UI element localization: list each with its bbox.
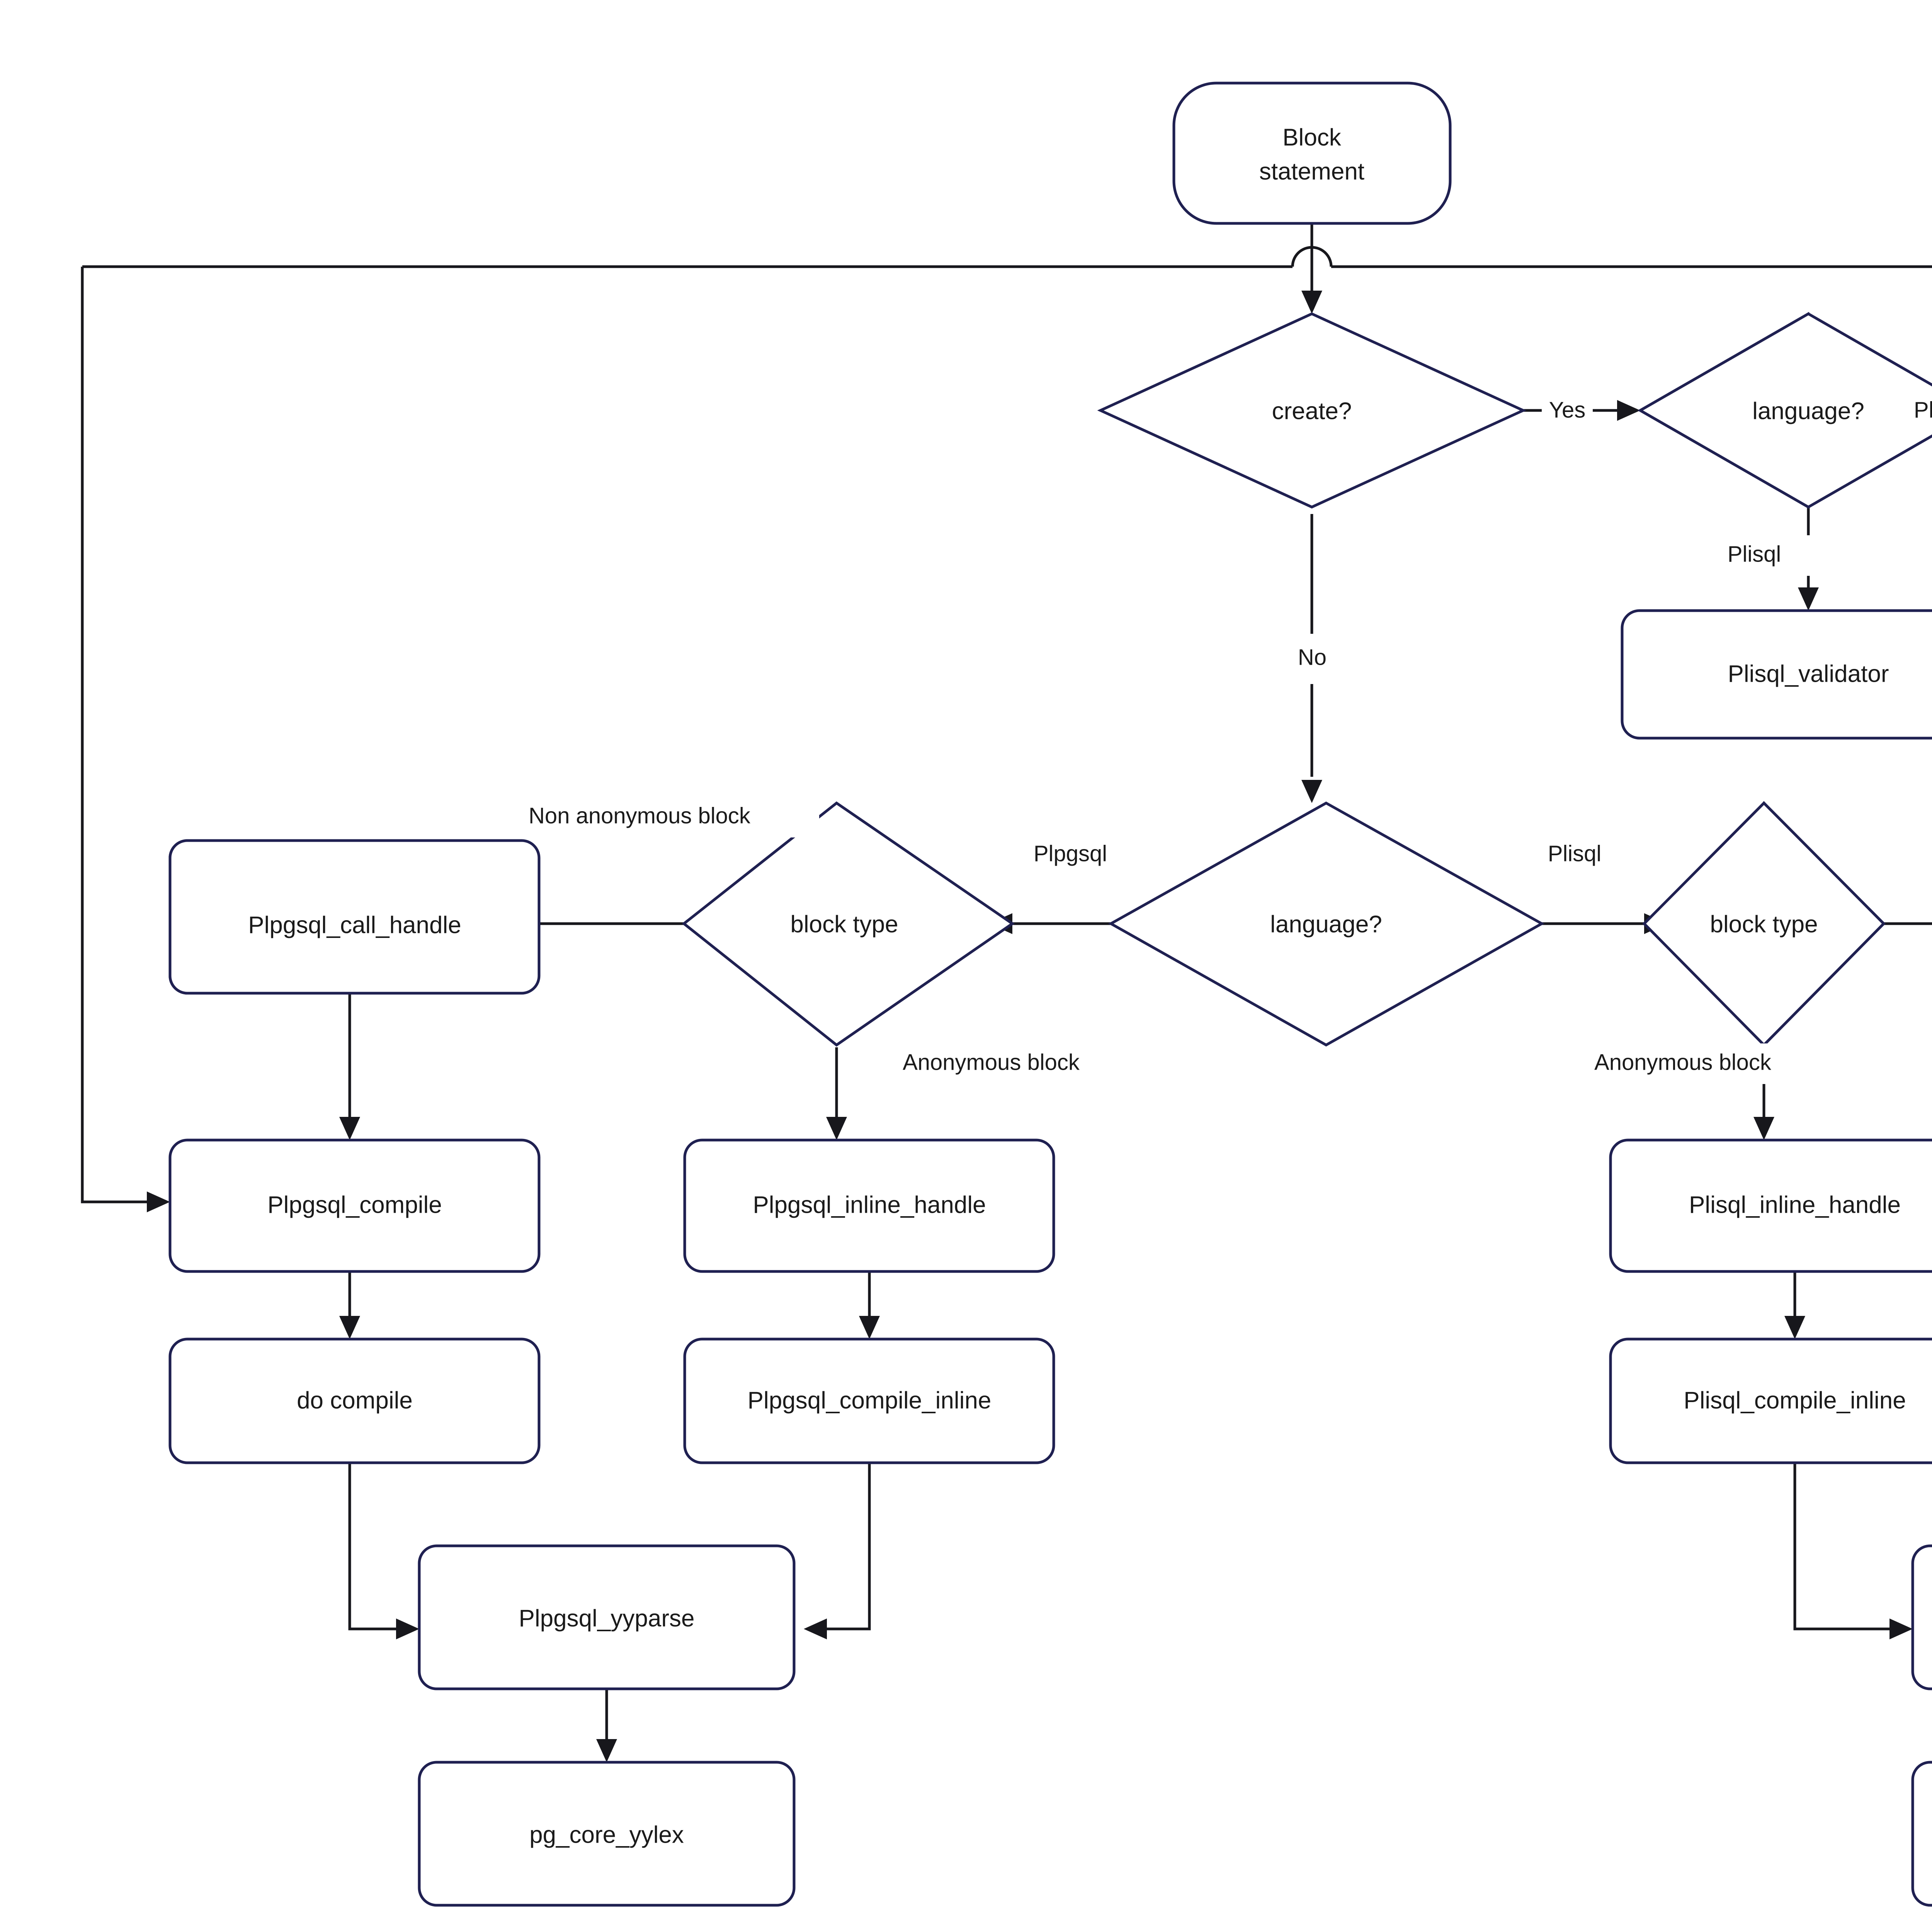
node-plpgsql-yyparse[interactable]: Plpgsql_yyparse [418, 1544, 796, 1690]
node-language-mid-label: language? [1270, 911, 1382, 938]
node-plisql-validator-label: Plisql_validator [1728, 660, 1889, 687]
node-pg-core-yylex-label: pg_core_yylex [529, 1821, 684, 1848]
node-plpgsql-compile[interactable]: Plpgsql_compile [168, 1139, 541, 1273]
node-do-compile-left-label: do compile [297, 1387, 413, 1414]
node-block-statement-label-line1: Block [1282, 124, 1342, 151]
edge-plisql-compile-inline-to-yyparse [1793, 1463, 1889, 1630]
node-block-type-right-label: block type [1710, 911, 1818, 938]
node-plisql-validator[interactable]: Plisql_validator [1621, 609, 1932, 740]
edge-label-yes-text: Yes [1549, 397, 1586, 422]
edge-label-anon-right-text: Anonymous block [1594, 1050, 1772, 1075]
edge-label-anon-left-text: Anonymous block [903, 1050, 1080, 1075]
node-layer: Block statement create? language? Plpgsq… [168, 82, 1932, 1907]
arrowhead-plpgsql-inline-handle [826, 1117, 847, 1140]
arrowhead-plisql-validator [1798, 587, 1819, 611]
node-plisql-compile-inline[interactable]: Plisql_compile_inline [1609, 1338, 1932, 1464]
edge-label-no-text: No [1298, 645, 1327, 670]
node-language-top-decision[interactable]: language? [1637, 312, 1932, 509]
edge-label-plisql-mid-text: Plisql [1548, 841, 1602, 866]
line-hop-arc [1291, 246, 1333, 267]
node-plpgsql-call-handle[interactable]: Plpgsql_call_handle [168, 839, 541, 995]
edge-label-no: No [1287, 634, 1338, 684]
edge-label-non-anon-left-text: Non anonymous block [529, 803, 751, 828]
edge-label-anon-right: Anonymous block [1536, 1043, 1830, 1084]
edge-label-non-anon-left: Non anonymous block [460, 797, 819, 837]
arrowhead-language-top [1617, 400, 1640, 421]
node-create-decision[interactable]: create? [1097, 312, 1527, 509]
node-language-top-label: language? [1752, 398, 1864, 424]
node-ora-core-yylex[interactable]: ora_core_yylex [1911, 1761, 1932, 1907]
edge-label-plisql-mid: Plisql [1519, 835, 1631, 875]
node-plpgsql-inline-handle-label: Plpgsql_inline_handle [753, 1191, 986, 1218]
edge-label-plpgsql-top: Plpgsql [1886, 390, 1932, 431]
edge-plpgsql-compile-inline-to-yyparse [827, 1463, 871, 1630]
arrowhead-plpgsql-compile-top [339, 1117, 360, 1140]
arrowhead-do-compile-left [339, 1316, 360, 1339]
node-plpgsql-compile-inline[interactable]: Plpgsql_compile_inline [683, 1338, 1055, 1464]
edge-label-layer: Yes No Plpgsql Plisql Plpgsql Plisql Non… [460, 390, 1932, 1084]
edge-do-compile-left-to-yyparse [348, 1463, 396, 1630]
arrowhead-language-mid [1301, 780, 1322, 803]
arrowhead-plisql-compile-inline [1784, 1316, 1805, 1339]
node-pg-core-yylex[interactable]: pg_core_yylex [418, 1761, 796, 1907]
arrowhead-plisql-yyparse-left [1889, 1618, 1913, 1639]
arrowhead-plpgsql-compile-left [147, 1191, 170, 1212]
node-plisql-compile-inline-label: Plisql_compile_inline [1684, 1387, 1906, 1414]
node-do-compile-left[interactable]: do compile [168, 1338, 541, 1464]
node-block-type-left-label: block type [790, 911, 898, 938]
edge-label-plisql-top-text: Plisql [1728, 541, 1781, 567]
node-language-mid-decision[interactable]: language? [1108, 801, 1545, 1047]
node-plisql-yyparse[interactable]: Plisql_yyparse [1911, 1544, 1932, 1690]
node-plisql-inline-handle[interactable]: Plisql_inline_handle [1609, 1139, 1932, 1273]
node-block-type-left-decision[interactable]: block type [682, 801, 1015, 1047]
node-plpgsql-inline-handle[interactable]: Plpgsql_inline_handle [683, 1139, 1055, 1273]
arrowhead-plpgsql-compile-inline [859, 1316, 880, 1339]
node-plpgsql-compile-inline-label: Plpgsql_compile_inline [748, 1387, 992, 1414]
node-block-statement[interactable]: Block statement [1172, 82, 1452, 225]
edge-label-plpgsql-mid: Plpgsql [1005, 835, 1136, 875]
node-plpgsql-compile-label: Plpgsql_compile [267, 1191, 442, 1218]
arrowhead-pg-core-yylex [596, 1739, 617, 1762]
arrowhead-plpgsql-yyparse-left [396, 1618, 419, 1639]
arrowhead-plpgsql-yyparse-right [804, 1618, 827, 1639]
node-plpgsql-yyparse-label: Plpgsql_yyparse [519, 1605, 695, 1632]
edge-label-anon-left: Anonymous block [844, 1043, 1138, 1084]
node-plpgsql-call-handle-label: Plpgsql_call_handle [248, 912, 461, 938]
node-plisql-inline-handle-label: Plisql_inline_handle [1689, 1191, 1901, 1218]
edge-label-plpgsql-mid-text: Plpgsql [1034, 841, 1107, 866]
edge-label-plpgsql-top-text: Plpgsql [1914, 397, 1932, 422]
node-block-type-right-decision[interactable]: block type [1642, 801, 1886, 1047]
edge-label-non-anon-right: Non anonymous block [1893, 797, 1932, 837]
node-create-label: create? [1272, 398, 1352, 424]
arrowhead-create [1301, 291, 1322, 314]
node-block-statement-label-line2: statement [1259, 158, 1364, 185]
arrowhead-plisql-inline-handle [1753, 1117, 1774, 1140]
edge-label-plisql-top: Plisql [1698, 535, 1810, 576]
edge-left-return-vertical [81, 267, 147, 1203]
edge-label-yes: Yes [1542, 392, 1593, 429]
